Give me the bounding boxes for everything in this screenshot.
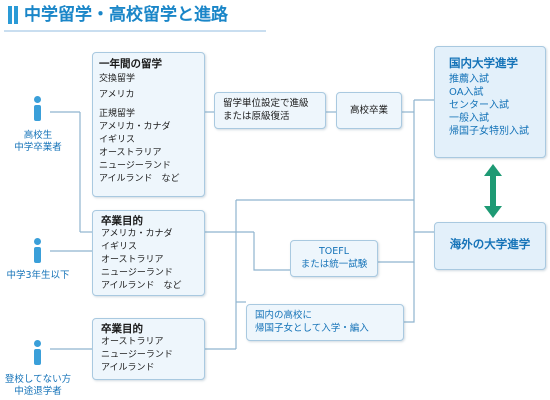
toefl-line: TOEFL <box>318 246 350 257</box>
credit-line: または原級復活 <box>223 111 290 122</box>
goal-country: オーストラリア <box>101 255 164 265</box>
toefl-box: TOEFL または統一試験 <box>290 240 378 277</box>
goal-country: オーストラリア <box>101 337 164 347</box>
title-mark-2 <box>14 6 18 24</box>
domestic-hs-line: 国内の高校に <box>255 310 313 321</box>
domestic-univ-item: 一般入試 <box>449 113 489 124</box>
regular-country: アイルランド など <box>99 174 180 184</box>
domestic-university-box: 国内大学進学 推薦入試 OA入試 センター入試 一般入試 帰国子女特別入試 <box>434 46 546 158</box>
domestic-university-heading: 国内大学進学 <box>449 56 518 70</box>
label-bottom-person: 登校してない方中途退学者 <box>4 374 72 397</box>
goal-country: ニュージーランド <box>101 350 173 360</box>
label-mid-person: 中学3年生以下 <box>6 270 70 281</box>
line-to-toefl <box>253 232 290 271</box>
hs-graduation-label: 高校卒業 <box>349 105 388 116</box>
graduation-goal-box-2: 卒業目的 オーストラリア ニュージーランド アイルランド <box>92 318 205 380</box>
title-mark-1 <box>8 6 12 24</box>
regular-country: イギリス <box>99 135 136 145</box>
graduation-goal-heading: 卒業目的 <box>101 215 143 227</box>
graduation-goal-box-1: 卒業目的 アメリカ・カナダ イギリス オーストラリア ニュージーランド アイルラ… <box>92 210 205 296</box>
overseas-university-box: 海外の大学進学 <box>434 222 546 270</box>
overseas-university-label: 海外の大学進学 <box>449 237 531 251</box>
regular-country: ニュージーランド <box>99 161 171 171</box>
regular-country: オーストラリア <box>99 148 162 158</box>
line-toefl-right <box>378 232 415 263</box>
one-year-study-box: 一年間の留学 交換留学 アメリカ 正規留学 アメリカ・カナダ イギリス オースト… <box>92 52 205 197</box>
goal-country: アメリカ・カナダ <box>101 229 173 239</box>
goal-country: イギリス <box>101 242 138 252</box>
credit-setting-box: 留学単位設定で進級 または原級復活 <box>214 92 326 129</box>
domestic-univ-item: OA入試 <box>449 87 484 98</box>
label-top-person: 高校生中学卒業者 <box>14 130 62 153</box>
page-title: 中学留学・高校留学と進路 <box>24 5 228 25</box>
hs-graduation-box: 高校卒業 <box>336 92 402 129</box>
graduation-goal-heading: 卒業目的 <box>101 323 143 335</box>
line-domestic-hs-right <box>404 262 415 323</box>
exchange-country: アメリカ <box>99 90 135 100</box>
domestic-hs-line: 帰国子女として入学・編入 <box>255 323 369 334</box>
credit-line: 留学単位設定で進級 <box>223 98 309 109</box>
toefl-line: または統一試験 <box>300 259 368 270</box>
domestic-univ-item: 推薦入試 <box>449 74 489 85</box>
title-bar: 中学留学・高校留学と進路 <box>4 4 266 26</box>
domestic-univ-item: 帰国子女特別入試 <box>449 126 529 137</box>
regular-label: 正規留学 <box>99 109 136 119</box>
goal-country: アイルランド <box>101 363 155 373</box>
exchange-label: 交換留学 <box>99 74 136 84</box>
domestic-hs-box: 国内の高校に 帰国子女として入学・編入 <box>246 304 404 341</box>
regular-country: アメリカ・カナダ <box>99 122 171 132</box>
goal-country: ニュージーランド <box>101 268 173 278</box>
goal-country: アイルランド など <box>101 281 182 291</box>
title-underline <box>4 30 266 32</box>
double-arrow-icon <box>484 164 502 218</box>
domestic-univ-item: センター入試 <box>449 100 509 111</box>
one-year-heading: 一年間の留学 <box>99 58 162 70</box>
